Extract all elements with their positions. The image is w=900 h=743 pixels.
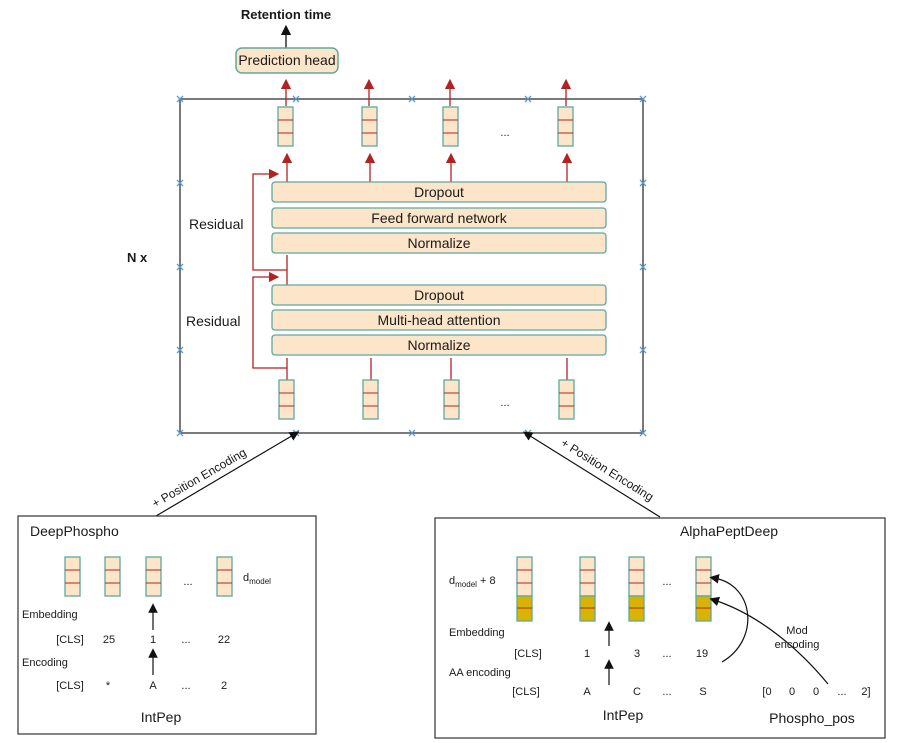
apd-emb-1: 1 (584, 648, 590, 660)
deepphospho-panel (17, 515, 317, 735)
alphapeptdeep-footer-left: IntPep (603, 707, 644, 723)
deepphospho-dmodel: dmodel (243, 572, 271, 586)
dp-enc-3: ... (181, 680, 190, 692)
alphapeptdeep-embedding-label: Embedding (449, 627, 505, 639)
upper-dropout-box (271, 181, 607, 203)
upper-normalize-label: Normalize (407, 235, 470, 251)
bottom-ellipsis: ... (500, 397, 509, 409)
lower-dropout-label: Dropout (414, 287, 464, 303)
n-x-label: N x (127, 250, 148, 265)
alphapeptdeep-encoding-row: [CLS] A C ... S (512, 686, 706, 698)
left-input-arrow (155, 431, 300, 517)
upper-dropout-label: Dropout (414, 184, 464, 200)
residual-upper-path (252, 168, 287, 271)
dp-enc-2: A (149, 680, 157, 692)
right-input-arrow (522, 431, 661, 518)
residual-lower-path (252, 271, 287, 369)
bottom-to-block-arrows (286, 358, 568, 380)
deepphospho-title: DeepPhospho (30, 523, 119, 539)
feed-forward-box (271, 207, 607, 229)
deepphospho-token-dividers (65, 569, 232, 584)
apd-emb-0: [CLS] (514, 648, 542, 660)
deepphospho-footer: IntPep (141, 709, 182, 725)
alphapeptdeep-encoding-label: AA encoding (449, 667, 511, 679)
apd-enc-0: [CLS] (512, 686, 540, 698)
deepphospho-ellipsis: ... (183, 576, 192, 588)
dp-enc-1: * (106, 680, 111, 692)
apd-emb-2: 3 (634, 648, 640, 660)
block-to-top-arrows (281, 152, 573, 183)
apd-enc-1: A (583, 686, 591, 698)
dp-emb-2: 1 (150, 634, 156, 646)
lower-normalize-label: Normalize (407, 337, 470, 353)
dp-enc-0: [CLS] (56, 680, 84, 692)
dp-emb-3: ... (181, 634, 190, 646)
dp-enc-4: 2 (221, 680, 227, 692)
residual-upper-label: Residual (189, 216, 243, 232)
top-token-stacks (277, 106, 574, 147)
top-ellipsis: ... (500, 127, 509, 139)
phospho-val-1: 0 (789, 686, 795, 698)
mod-encoding-curve-lower (709, 596, 829, 685)
upper-normalize-box (271, 232, 607, 254)
deepphospho-token-stacks (64, 556, 233, 597)
left-position-encoding-label: + Position Encoding (150, 445, 249, 510)
top-token-dividers (278, 119, 573, 134)
alphapeptdeep-token-dividers (517, 569, 711, 609)
lower-block: Dropout Multi-head attention Normalize (271, 284, 607, 356)
apd-enc-2: C (633, 686, 641, 698)
alphapeptdeep-panel (434, 517, 886, 739)
apd-emb-4: 19 (696, 648, 708, 660)
phospho-pos-row: [0 0 0 ... 2] (762, 686, 870, 698)
multi-head-attention-box (271, 309, 607, 331)
dp-emb-0: [CLS] (56, 634, 84, 646)
upper-block: Dropout Feed forward network Normalize (271, 181, 607, 254)
lower-dropout-box (271, 284, 607, 306)
residual-lower-label: Residual (186, 313, 240, 329)
alphapeptdeep-dmodel: dmodel + 8 (449, 575, 496, 589)
dp-emb-4: 22 (218, 634, 230, 646)
right-position-encoding-label: + Position Encoding (558, 436, 656, 504)
deepphospho-embedding-row: [CLS] 25 1 ... 22 (56, 634, 230, 646)
apd-emb-3: ... (662, 648, 671, 660)
prediction-head-box (235, 47, 339, 74)
retention-time-label: Retention time (241, 7, 331, 22)
alphapeptdeep-title: AlphaPeptDeep (680, 523, 778, 539)
frame-handles (176, 95, 647, 437)
bottom-token-dividers (279, 392, 574, 407)
alphapeptdeep-ellipsis: ... (662, 576, 671, 588)
deepphospho-encoding-label: Encoding (22, 657, 68, 669)
bottom-token-stacks (278, 379, 575, 420)
dp-emb-1: 25 (103, 634, 115, 646)
deepphospho-embedding-label: Embedding (22, 609, 78, 621)
alphapeptdeep-embedding-row: [CLS] 1 3 ... 19 (514, 648, 708, 660)
apd-enc-4: S (699, 686, 706, 698)
mod-encoding-label-line2: encoding (775, 639, 820, 651)
phospho-val-3: ... (837, 686, 846, 698)
deepphospho-encoding-row: [CLS] * A ... 2 (56, 680, 227, 692)
prediction-head-label: Prediction head (238, 52, 335, 68)
phospho-val-2: 0 (813, 686, 819, 698)
lower-normalize-box (271, 334, 607, 356)
alphapeptdeep-footer-right: Phospho_pos (769, 710, 855, 726)
apd-enc-3: ... (662, 686, 671, 698)
phospho-val-4: 2] (861, 686, 870, 698)
output-arrows (280, 78, 572, 106)
phospho-val-0: [0 (762, 686, 771, 698)
multi-head-attention-label: Multi-head attention (378, 312, 501, 328)
feed-forward-label: Feed forward network (371, 210, 507, 226)
mod-encoding-label-line1: Mod (786, 625, 807, 637)
